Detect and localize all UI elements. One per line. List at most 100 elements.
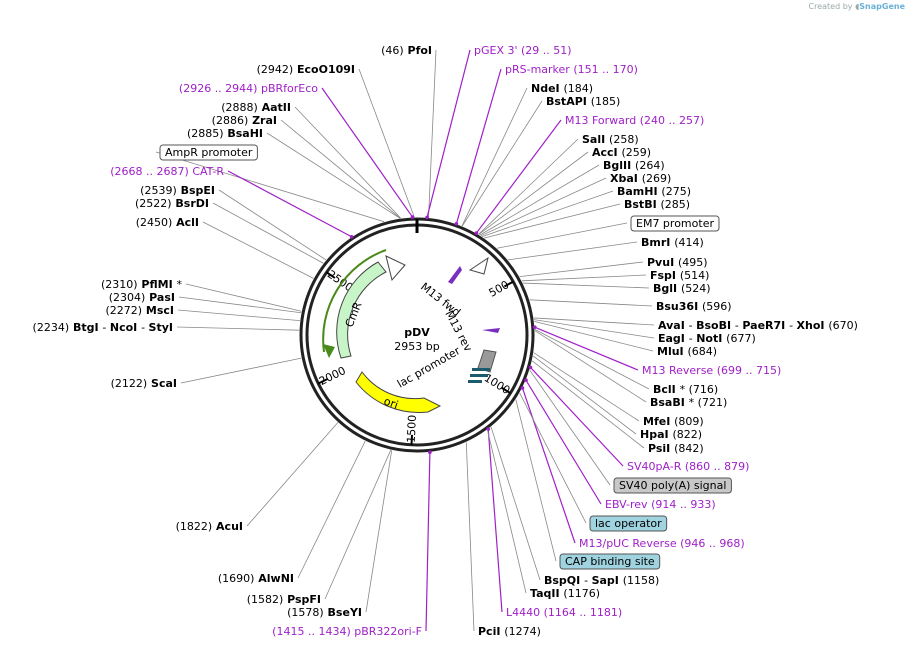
site-label-3[interactable]: (2888) AatII	[221, 101, 291, 114]
site-label-51[interactable]: SalI (258)	[582, 133, 639, 146]
site-label-12[interactable]: (2304) PasI	[109, 291, 175, 304]
leader-line-33	[533, 352, 640, 422]
leader-line-47	[482, 190, 614, 238]
site-label-18[interactable]: (1582) PspFI	[247, 593, 321, 606]
tick-label-3: 2000	[317, 364, 348, 388]
site-label-8[interactable]: (2539) BspEI	[140, 184, 215, 197]
site-label-2[interactable]: (2926 .. 2944) pBRforEco	[179, 82, 318, 95]
leader-line-9	[212, 202, 324, 264]
site-label-29[interactable]: SV40 poly(A) signal	[619, 479, 726, 492]
leader-line-15	[180, 357, 302, 384]
site-label-32[interactable]: HpaI (822)	[640, 428, 702, 441]
site-label-36[interactable]: M13 Reverse (699 .. 715)	[642, 364, 781, 377]
leader-line-5	[266, 132, 401, 219]
site-label-37[interactable]: MluI (684)	[657, 345, 717, 358]
leader-line-45	[496, 222, 628, 249]
cmr-feature[interactable]	[336, 261, 387, 359]
site-label-23[interactable]: TaqII (1176)	[530, 587, 600, 600]
cap-site-mark-2	[468, 380, 482, 383]
site-label-9[interactable]: (2522) BsrDI	[135, 197, 209, 210]
site-label-50[interactable]: AccI (259)	[592, 146, 651, 159]
leader-line-20	[425, 452, 431, 632]
credit-prefix: Created by	[808, 2, 853, 11]
site-label-49[interactable]: BglII (264)	[603, 159, 665, 172]
site-label-11[interactable]: (2310) PflMI *	[101, 278, 183, 291]
leader-line-39	[533, 317, 655, 326]
site-box-29	[613, 477, 732, 494]
site-label-0[interactable]: (46) PfoI	[381, 44, 432, 57]
site-label-1[interactable]: (2942) EcoO109I	[257, 63, 355, 76]
leader-line-38	[533, 319, 655, 339]
site-label-13[interactable]: (2272) MscI	[105, 304, 174, 317]
leader-line-4	[280, 119, 401, 219]
site-label-27[interactable]: lac operator	[595, 517, 662, 530]
m13-fwd-feature[interactable]	[448, 266, 462, 284]
leader-line-17	[297, 440, 366, 579]
lac-promoter-feature[interactable]	[477, 349, 497, 373]
tick-mark-3	[317, 378, 328, 385]
site-label-52[interactable]: M13 Forward (240 .. 257)	[565, 114, 704, 127]
ori-feature[interactable]	[355, 371, 442, 414]
leader-line-49	[479, 164, 600, 236]
site-label-25[interactable]: CAP binding site	[565, 555, 655, 568]
feature-marker-7	[349, 234, 354, 239]
site-label-15[interactable]: (2122) ScaI	[111, 377, 177, 390]
m13-rev-feature[interactable]	[482, 328, 500, 333]
leader-line-26	[521, 387, 576, 544]
site-label-43[interactable]: PvuI (495)	[647, 256, 708, 269]
leader-line-11	[185, 283, 302, 312]
site-label-7[interactable]: (2668 .. 2687) CAT-R	[110, 165, 224, 178]
site-label-53[interactable]: BstAPI (185)	[546, 95, 620, 108]
site-labels: (46) PfoI (2942) EcoO109I (2926 .. 2944) p…	[33, 44, 858, 638]
site-label-56[interactable]: pGEX 3' (29 .. 51)	[474, 44, 572, 57]
site-label-6[interactable]: AmpR promoter	[165, 146, 253, 159]
leader-line-3	[294, 106, 402, 219]
leader-line-51	[478, 138, 579, 235]
site-label-21[interactable]: PciI (1274)	[478, 625, 541, 638]
em7-promoter-arrow	[468, 256, 489, 275]
site-label-30[interactable]: SV40pA-R (860 .. 879)	[627, 460, 749, 473]
site-label-35[interactable]: BclI * (716)	[653, 383, 718, 396]
snapgene-logo-icon: ◖	[855, 2, 860, 11]
site-label-28[interactable]: EBV-rev (914 .. 933)	[605, 498, 716, 511]
site-label-22[interactable]: L4440 (1164 .. 1181)	[506, 606, 622, 619]
site-label-39[interactable]: AvaI - BsoBI - PaeR7I - XhoI (670)	[658, 319, 858, 332]
site-label-14[interactable]: (2234) BtgI - NcoI - StyI	[33, 321, 173, 334]
leader-line-46	[484, 203, 621, 239]
site-label-40[interactable]: Bsu36I (596)	[656, 300, 732, 313]
leader-line-19	[365, 450, 393, 613]
site-label-20[interactable]: (1415 .. 1434) pBR322ori-F	[272, 625, 422, 638]
site-label-45[interactable]: EM7 promoter	[636, 217, 714, 230]
site-label-10[interactable]: (2450) AclI	[136, 216, 199, 229]
site-label-48[interactable]: XbaI (269)	[610, 172, 671, 185]
site-label-5[interactable]: (2885) BsaHI	[187, 127, 263, 140]
leader-line-25	[515, 399, 557, 562]
leader-line-1	[358, 68, 415, 218]
tick-mark-4	[326, 271, 336, 279]
leader-line-6	[155, 151, 385, 223]
site-label-31[interactable]: PsiI (842)	[648, 442, 704, 455]
feature-marker-20	[428, 450, 432, 455]
site-label-17[interactable]: (1690) AlwNI	[218, 572, 294, 585]
site-label-38[interactable]: EagI - NotI (677)	[658, 332, 756, 345]
leader-line-34	[534, 330, 647, 403]
site-label-33[interactable]: MfeI (809)	[643, 415, 704, 428]
feature-marker-56	[425, 215, 429, 220]
cap-site-mark	[470, 374, 488, 377]
site-label-41[interactable]: BglI (524)	[653, 282, 711, 295]
site-label-44[interactable]: BmrI (414)	[641, 236, 704, 249]
site-label-4[interactable]: (2886) ZraI	[212, 114, 277, 127]
site-label-34[interactable]: BsaBI * (721)	[650, 396, 727, 409]
leader-line-50	[478, 151, 589, 235]
site-label-55[interactable]: pRS-marker (151 .. 170)	[505, 63, 638, 76]
site-label-47[interactable]: BamHI (275)	[617, 185, 691, 198]
site-label-16[interactable]: (1822) AcuI	[176, 520, 243, 533]
site-label-19[interactable]: (1578) BseYI	[287, 606, 362, 619]
site-label-24[interactable]: BspQI - SapI (1158)	[544, 574, 659, 587]
site-label-46[interactable]: BstBI (285)	[624, 198, 690, 211]
site-label-26[interactable]: M13/pUC Reverse (946 .. 968)	[579, 537, 745, 550]
site-label-54[interactable]: NdeI (184)	[531, 82, 593, 95]
feature-marker-22	[486, 427, 491, 431]
site-label-42[interactable]: FspI (514)	[650, 269, 709, 282]
